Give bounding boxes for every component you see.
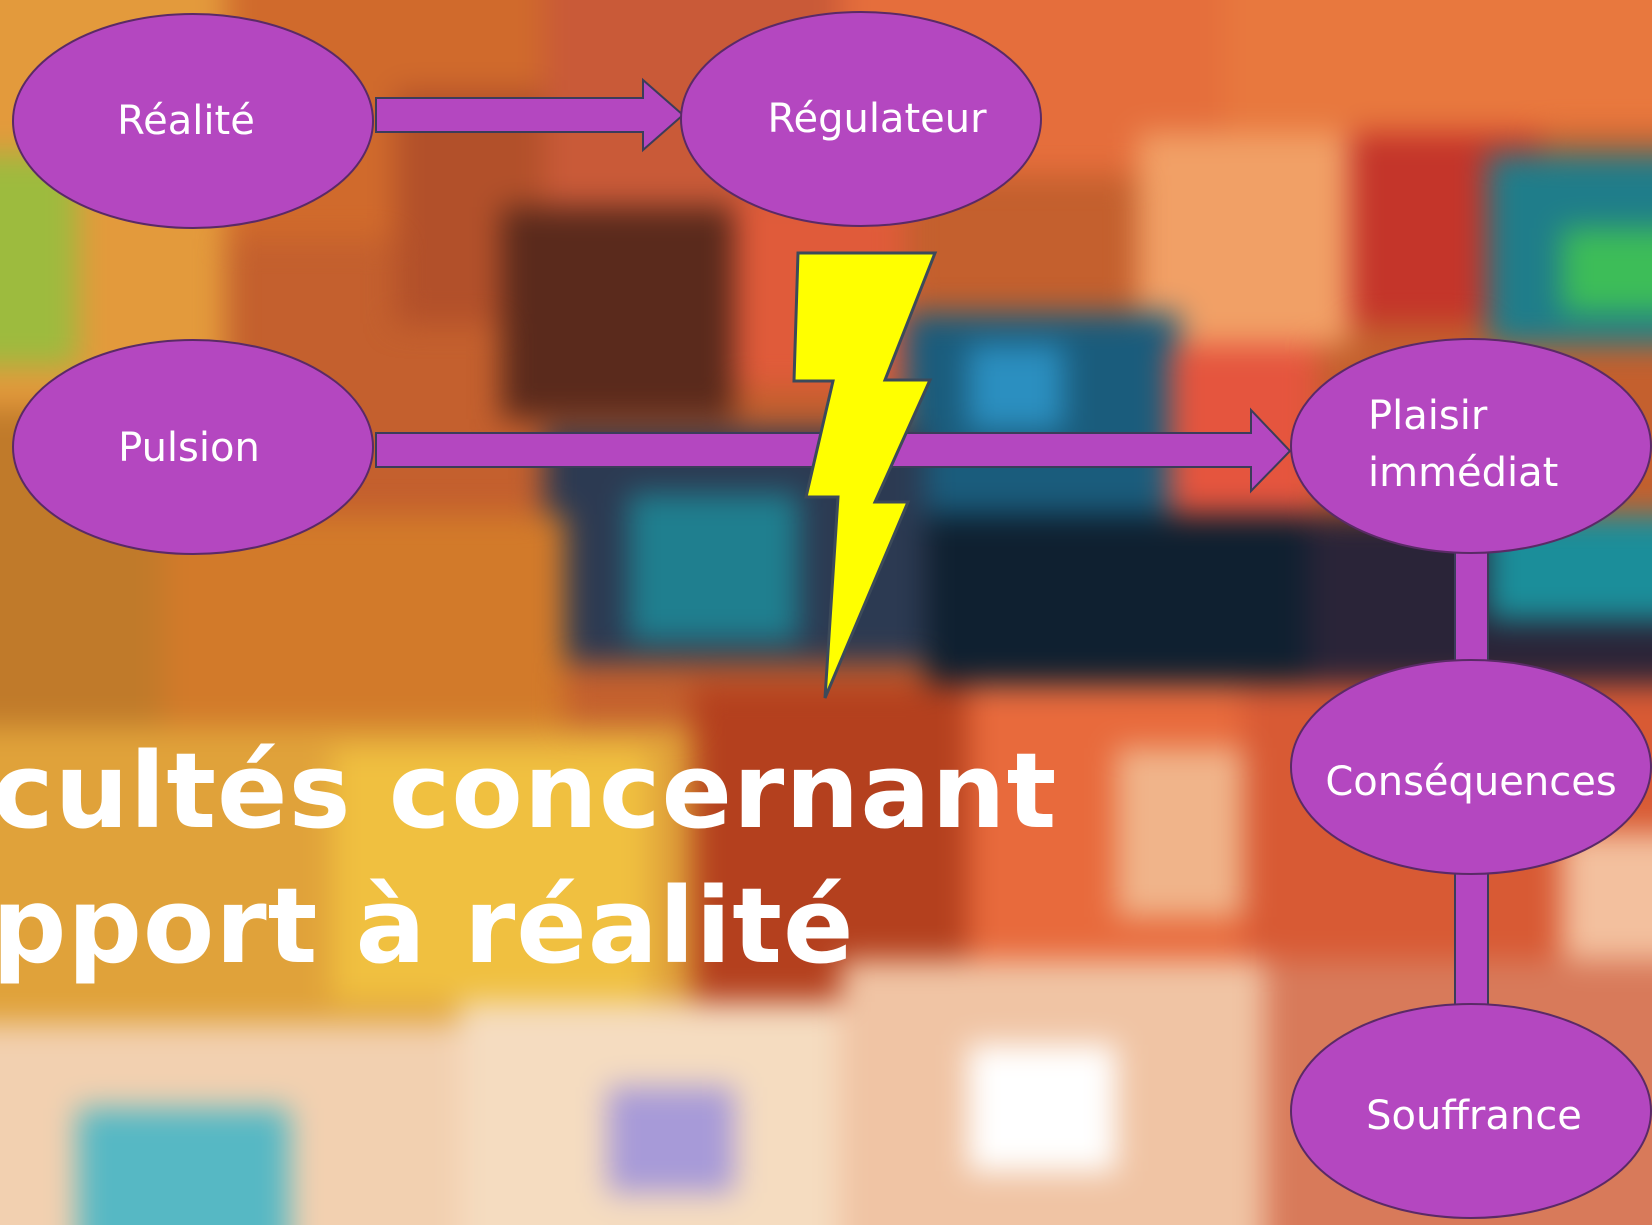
node-realite: Réalité [12,13,374,229]
node-regulateur: Régulateur [680,11,1042,227]
node-consequences: Conséquences [1290,659,1652,875]
node-consequences-label: Conséquences [1325,759,1616,805]
node-pulsion: Pulsion [12,339,374,555]
lightning-bolt-icon [792,251,938,699]
node-plaisir-immediat: Plaisir immédiat [1290,338,1652,554]
node-pulsion-label: Pulsion [118,425,260,471]
slide-title-line2: pport à réalité [0,865,855,987]
node-plaisir-label-line2: immédiat [1368,450,1558,496]
node-realite-label: Réalité [117,98,255,144]
node-souffrance: Souffrance [1290,1003,1652,1219]
node-souffrance-label: Souffrance [1366,1093,1582,1139]
node-regulateur-label: Régulateur [767,96,987,142]
node-plaisir-label-line1: Plaisir [1368,393,1488,439]
slide-title-line1: cultés concernant [0,730,1058,852]
arrow-realite-to-regulateur [375,77,685,153]
